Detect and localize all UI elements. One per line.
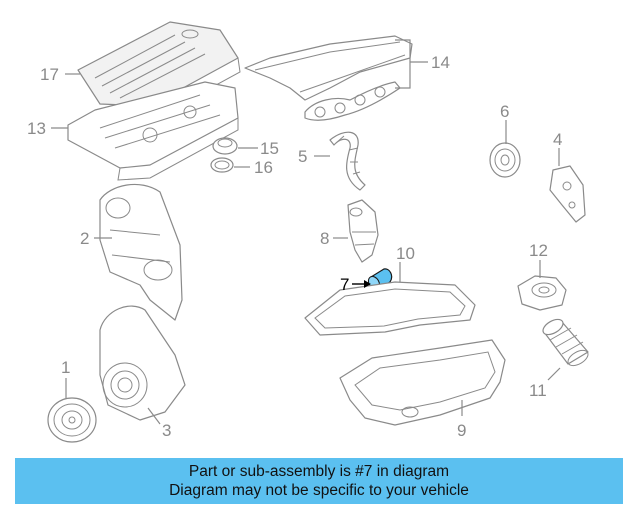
- label-1: 1: [61, 358, 70, 377]
- part-16-cap-gasket: [210, 157, 234, 173]
- part-15-oil-filler-cap: [212, 137, 238, 155]
- label-8: 8: [320, 229, 329, 248]
- exploded-parts-diagram: 17 13 15 16 14 5 2 6 4 8 10 12 7 11 9 1 …: [27, 21, 589, 443]
- label-17: 17: [40, 65, 59, 84]
- part-14-valve-cover-gasket: [244, 35, 413, 121]
- part-9-oil-pan: [339, 339, 506, 426]
- part-3-lower-cover: [99, 305, 186, 421]
- label-6: 6: [500, 102, 509, 121]
- part-12-filter-housing: [517, 275, 567, 311]
- label-3: 3: [162, 421, 171, 440]
- caption-line-1: Part or sub-assembly is #7 in diagram: [188, 463, 450, 480]
- part-4-bracket: [549, 165, 586, 223]
- label-5: 5: [298, 147, 307, 166]
- part-5-timing-belt: [329, 131, 366, 191]
- part-17-engine-cover: [77, 21, 241, 121]
- label-13: 13: [27, 119, 46, 138]
- part-13-cylinder-head-cover: [67, 81, 239, 181]
- label-4: 4: [553, 130, 562, 149]
- label-15: 15: [260, 139, 279, 158]
- label-14: 14: [431, 53, 450, 72]
- part-1-crank-pulley: [47, 397, 97, 443]
- diagram-caption-banner: Part or sub-assembly is #7 in diagram Di…: [15, 458, 623, 504]
- part-10-oil-pan-gasket: [304, 281, 476, 336]
- part-2-timing-cover: [99, 183, 183, 321]
- leader-lines: [51, 39, 561, 425]
- label-10: 10: [396, 244, 415, 263]
- label-2: 2: [80, 229, 89, 248]
- label-16: 16: [254, 158, 273, 177]
- label-11: 11: [529, 381, 547, 400]
- label-12: 12: [529, 241, 548, 260]
- part-8-oil-pump: [347, 199, 379, 263]
- label-9: 9: [457, 421, 466, 440]
- label-7: 7: [340, 275, 349, 294]
- part-11-oil-filter: [542, 318, 589, 367]
- caption-line-2: Diagram may not be specific to your vehi…: [169, 482, 469, 499]
- part-6-idler-pulley: [489, 142, 521, 178]
